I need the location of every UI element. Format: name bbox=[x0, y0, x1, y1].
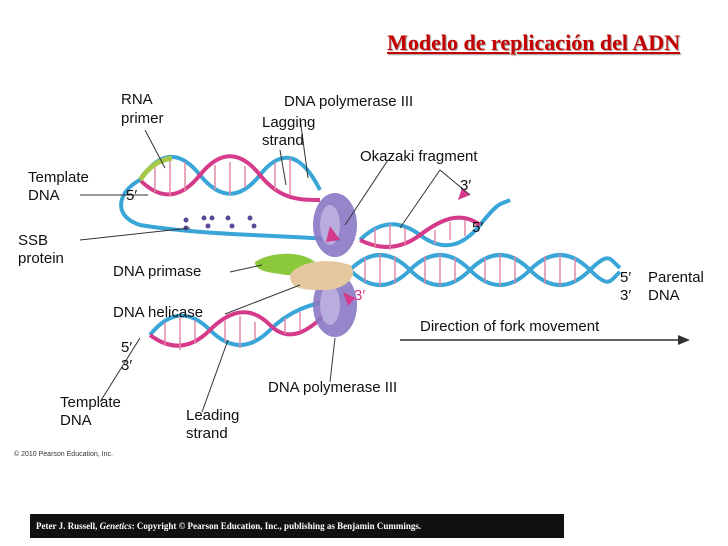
footer-citation: Peter J. Russell, Genetics: Copyright © … bbox=[30, 514, 564, 538]
footer-rest: : Copyright © Pearson Education, Inc., p… bbox=[131, 521, 422, 531]
label-ssb-1: SSB bbox=[18, 232, 48, 249]
label-template-bot-2: DNA bbox=[60, 412, 92, 429]
okazaki-fragment-helix bbox=[358, 188, 511, 250]
replication-complex bbox=[255, 193, 357, 337]
label-rna-primer-1: RNA bbox=[121, 91, 153, 108]
label-parental-3: 3′ bbox=[620, 287, 631, 304]
parental-dna-helix bbox=[348, 253, 622, 287]
label-ssb-2: protein bbox=[18, 250, 64, 267]
label-parental-5: 5′ bbox=[620, 269, 631, 286]
label-template-top-1: Template bbox=[28, 169, 89, 186]
leader-lines bbox=[79, 117, 471, 413]
label-lagging-1: Lagging bbox=[262, 114, 315, 131]
label-template-top-2: DNA bbox=[28, 187, 60, 204]
ssb-proteins bbox=[183, 215, 257, 231]
label-pol3-top: DNA polymerase III bbox=[284, 93, 413, 110]
page-title: Modelo de replicación del ADN bbox=[387, 30, 680, 55]
label-5prime-b: 5′ bbox=[472, 219, 483, 236]
leading-strand-helix bbox=[148, 298, 332, 350]
label-leading-2: strand bbox=[186, 425, 228, 442]
label-helicase: DNA helicase bbox=[113, 304, 203, 321]
footer-book: Genetics bbox=[99, 521, 132, 531]
label-lagging-2: strand bbox=[262, 132, 304, 149]
footer-author: Peter J. Russell, bbox=[36, 521, 100, 531]
label-pol3-bottom: DNA polymerase III bbox=[268, 379, 397, 396]
label-rna-primer-2: primer bbox=[121, 110, 164, 127]
label-direction: Direction of fork movement bbox=[420, 318, 600, 335]
label-leading-1: Leading bbox=[186, 407, 239, 424]
lagging-strand-helix bbox=[119, 154, 341, 242]
label-3prime-d: 3′ bbox=[121, 357, 132, 374]
label-okazaki: Okazaki fragment bbox=[360, 148, 478, 165]
label-5prime-d: 5′ bbox=[121, 339, 132, 356]
label-3prime-c: 3′ bbox=[354, 287, 365, 304]
label-parental-2: DNA bbox=[648, 287, 680, 304]
copyright-small: © 2010 Pearson Education, Inc. bbox=[14, 450, 113, 458]
label-primase: DNA primase bbox=[113, 263, 201, 280]
label-3prime-a: 3′ bbox=[460, 177, 471, 194]
label-parental-1: Parental bbox=[648, 269, 704, 286]
label-5prime-a: 5′ bbox=[126, 187, 137, 204]
direction-arrow bbox=[400, 335, 690, 345]
label-template-bot-1: Template bbox=[60, 394, 121, 411]
